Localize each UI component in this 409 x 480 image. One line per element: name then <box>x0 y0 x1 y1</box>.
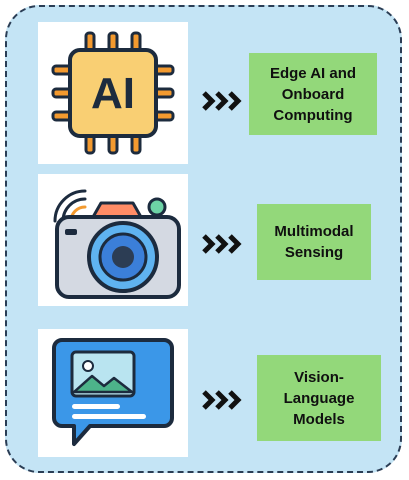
image-chat-icon-box <box>38 329 188 457</box>
label-multimodal-sensing: Multimodal Sensing <box>257 204 371 280</box>
diagram-frame: AI Edge AI and Onboard Computing <box>5 5 402 473</box>
ai-chip-icon-box: AI <box>38 22 188 164</box>
ai-chip-text: AI <box>91 69 135 118</box>
ai-chip-icon: AI <box>51 31 175 155</box>
camera-icon-box <box>38 174 188 306</box>
label-edge-ai: Edge AI and Onboard Computing <box>249 53 377 135</box>
arrows-icon <box>202 390 242 410</box>
arrows-icon <box>202 234 242 254</box>
arrows-icon <box>202 91 242 111</box>
image-chat-icon <box>52 338 174 446</box>
label-vision-language: Vision-Language Models <box>257 355 381 441</box>
camera-icon <box>53 189 181 299</box>
